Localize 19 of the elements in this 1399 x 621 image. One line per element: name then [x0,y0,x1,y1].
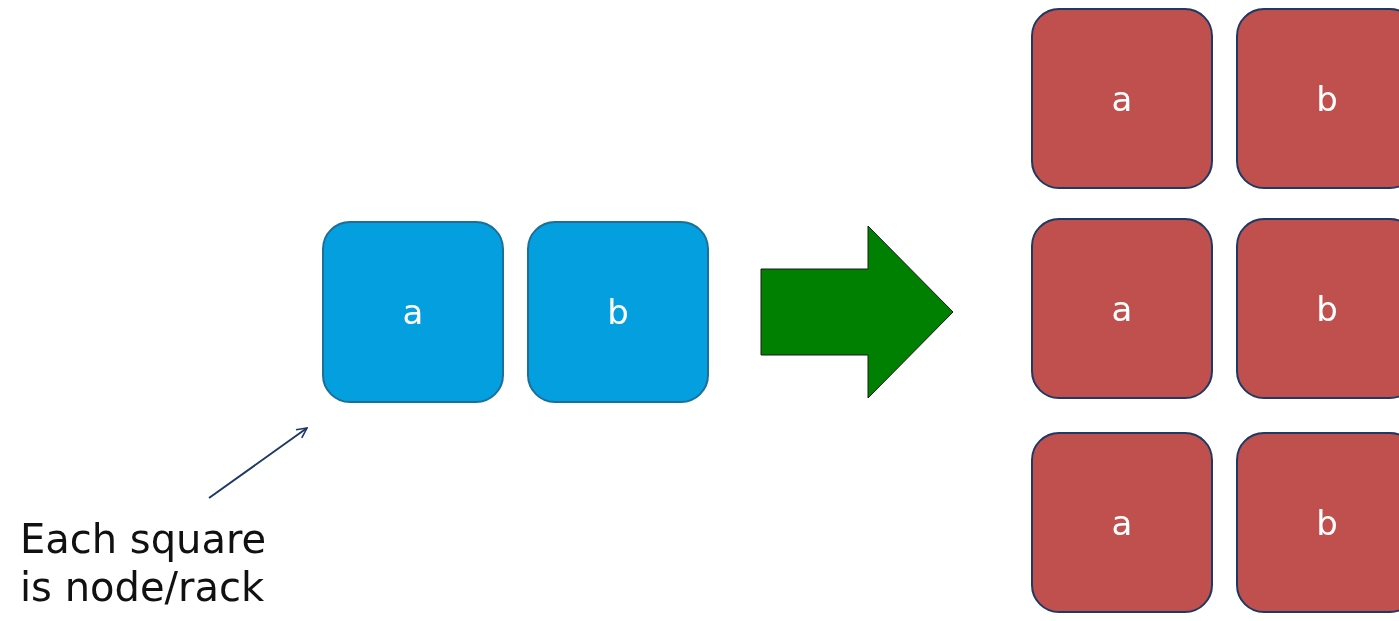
node-square [1236,218,1399,399]
node-label: b [1316,78,1338,119]
node-square [322,221,504,403]
block-arrow [760,225,954,399]
node-square [1031,8,1213,189]
node-label: a [402,292,424,332]
node-square [1236,8,1399,189]
node-label: a [1111,288,1133,329]
node-label: a [1111,78,1133,119]
node-label: a [1111,502,1133,543]
node-label: b [607,292,629,332]
note-text: Each square is node/rack [20,515,310,611]
node-square [527,221,709,403]
leader-line [208,427,308,499]
node-square [1236,432,1399,613]
node-square [1031,218,1213,399]
node-square [1031,432,1213,613]
node-label: b [1316,288,1338,329]
node-label: b [1316,502,1338,543]
